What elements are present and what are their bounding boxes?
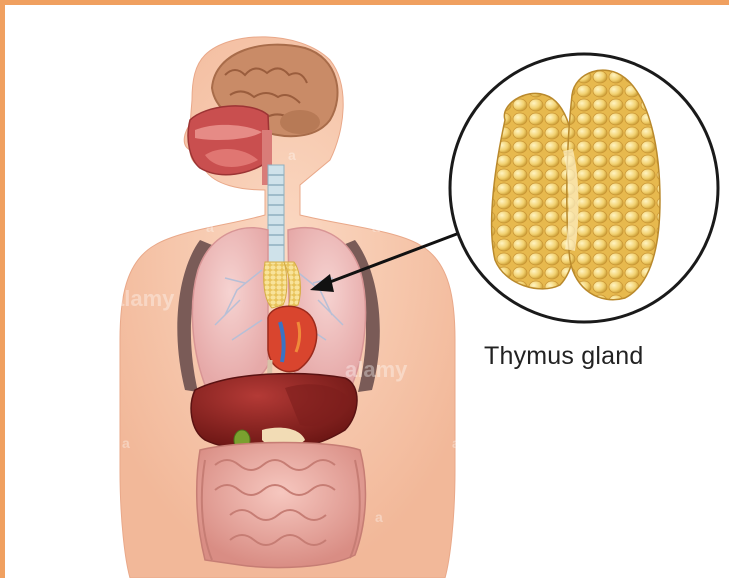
thymus-small [264, 262, 301, 308]
watermark-text: a [452, 435, 460, 451]
watermark-text: a [372, 219, 380, 235]
trachea [268, 165, 284, 265]
watermark-text: a [288, 147, 296, 163]
watermark-text: alamy [112, 286, 175, 311]
watermark-text: a [206, 219, 214, 235]
thymus-enlarged [492, 70, 660, 300]
watermark-text: alamy [345, 357, 408, 382]
watermark-text: a [122, 435, 130, 451]
watermark-text: a [375, 509, 383, 525]
intestines [197, 443, 366, 568]
magnified-view [450, 54, 718, 322]
caption-label: Thymus gland [484, 342, 643, 371]
